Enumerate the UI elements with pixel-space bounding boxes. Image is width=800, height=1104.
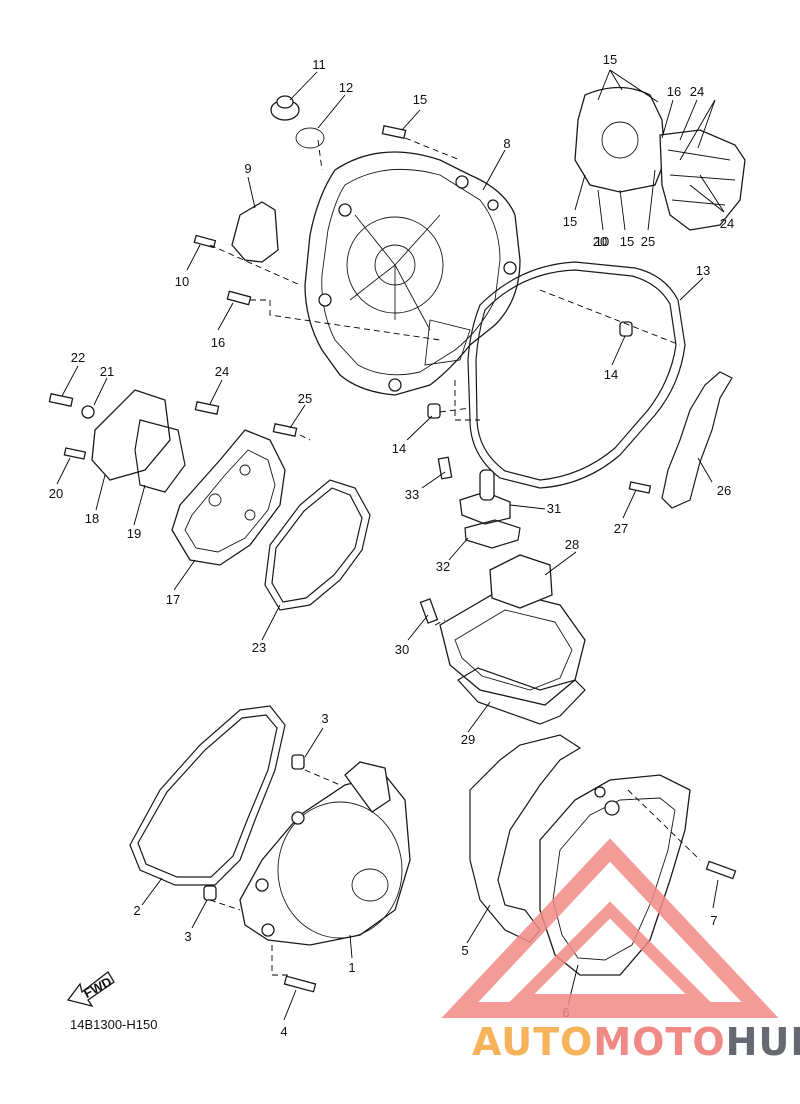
crankshaft-cover-6 xyxy=(539,774,691,976)
generator-cover-1 xyxy=(239,761,411,946)
part-label-22: 22 xyxy=(71,350,85,365)
part-label-29: 29 xyxy=(461,732,475,747)
fwd-label: FWD xyxy=(81,974,114,1001)
part-label-27: 27 xyxy=(614,521,628,536)
part-label-18: 18 xyxy=(85,511,99,526)
part-label-28: 28 xyxy=(565,537,579,552)
part-label-8: 8 xyxy=(503,136,510,151)
brand-moto: MOTO xyxy=(593,1020,726,1064)
breather-cover-9 xyxy=(231,201,279,263)
part-label-9: 9 xyxy=(244,161,251,176)
part-label-13: 13 xyxy=(696,263,710,278)
part-label-17: 17 xyxy=(166,592,180,607)
part-label-15: 15 xyxy=(563,214,577,229)
part-label-31: 31 xyxy=(547,501,561,516)
part-label-15: 15 xyxy=(603,52,617,67)
part-label-3: 3 xyxy=(184,929,191,944)
watermark-brand: AUTOMOTOHUB xyxy=(472,1020,800,1064)
part-label-30: 30 xyxy=(395,642,409,657)
brand-hub: HUB xyxy=(725,1020,800,1064)
part-label-20: 20 xyxy=(49,486,63,501)
generator-gasket-2 xyxy=(129,705,286,886)
part-label-26: 26 xyxy=(717,483,731,498)
part-label-24: 24 xyxy=(690,84,704,99)
leader-lines xyxy=(56,69,725,1021)
gasket-19 xyxy=(134,419,186,493)
part-label-15: 15 xyxy=(413,92,427,107)
part-label-12: 12 xyxy=(339,80,353,95)
gasket-29 xyxy=(457,667,586,725)
part-label-3: 3 xyxy=(321,711,328,726)
part-label-10: 10 xyxy=(595,234,609,249)
part-label-16: 16 xyxy=(667,84,681,99)
cover-17 xyxy=(171,429,286,566)
o-ring-12 xyxy=(295,127,325,149)
part-label-10: 10 xyxy=(175,274,189,289)
part-label-14: 14 xyxy=(604,367,618,382)
part-label-15: 15 xyxy=(620,234,634,249)
part-label-33: 33 xyxy=(405,487,419,502)
crankcase-cover-part xyxy=(304,151,521,396)
dowel-3 xyxy=(291,754,305,770)
gasket-23 xyxy=(264,479,371,611)
part-label-23: 23 xyxy=(252,640,266,655)
gasket-26 xyxy=(661,371,733,509)
part-number-labels: 1233456789101011121314141515151516161718… xyxy=(49,52,734,1039)
dowel-14 xyxy=(619,321,633,337)
part-label-5: 5 xyxy=(461,943,468,958)
watermark-triangle-logo xyxy=(441,838,779,1018)
part-label-24: 24 xyxy=(215,364,229,379)
part-label-25: 25 xyxy=(298,391,312,406)
part-label-25: 25 xyxy=(641,234,655,249)
assembly-guides xyxy=(209,137,701,976)
part-label-21: 21 xyxy=(100,364,114,379)
diagram-code: 14B1300-H150 xyxy=(70,1017,158,1032)
part-label-19: 19 xyxy=(127,526,141,541)
part-label-32: 32 xyxy=(436,559,450,574)
part-label-11: 11 xyxy=(312,57,326,72)
gasket-32 xyxy=(464,519,521,549)
part-label-1: 1 xyxy=(348,960,355,975)
oil-pan-28 xyxy=(439,589,586,706)
brand-auto: AUTO xyxy=(472,1020,594,1064)
plate-18 xyxy=(91,389,171,481)
gasket-5 xyxy=(469,734,582,943)
part-label-20: 20 xyxy=(593,234,607,249)
part-label-4: 4 xyxy=(280,1024,287,1039)
part-label-24: 24 xyxy=(720,216,734,231)
fwd-arrow: FWD xyxy=(66,971,115,1008)
bolts xyxy=(48,125,737,993)
generator-cover-part xyxy=(574,86,746,231)
part-label-16: 16 xyxy=(211,335,225,350)
part-label-2: 2 xyxy=(133,903,140,918)
part-label-7: 7 xyxy=(710,913,717,928)
part-label-14: 14 xyxy=(392,441,406,456)
